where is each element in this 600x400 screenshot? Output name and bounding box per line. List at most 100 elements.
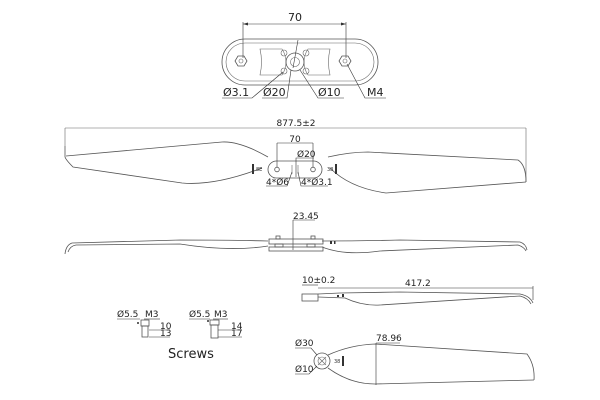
bolt-hole (274, 166, 280, 173)
bolt-head (310, 235, 316, 240)
left-blade-profile-bottom (67, 243, 269, 253)
center-bore-outer (285, 52, 305, 72)
leader-line (346, 63, 386, 99)
hub-plate-inner-outline (225, 42, 375, 82)
leader-line (299, 69, 344, 99)
hub-cutout-left (259, 48, 287, 76)
hub-cutout-right (303, 48, 331, 76)
blade-side-bottom (317, 295, 532, 306)
blade-root-inner-circle (317, 356, 327, 366)
leader-line (295, 347, 318, 356)
bolt-center (238, 58, 244, 64)
blade-marking (342, 294, 344, 297)
blade-marking (330, 241, 332, 244)
hub-spacer (274, 243, 284, 248)
blade-side-top (317, 291, 534, 304)
right-blade-leading-edge (327, 151, 527, 183)
screw-short: Ø5.5 M3 10 13 (117, 309, 172, 339)
screw-head (209, 319, 220, 326)
blade-mark-right: 38 (327, 167, 333, 173)
hub-width-label: 70 (288, 11, 302, 24)
blade-marking (337, 295, 339, 297)
screw-head-dia-label: Ø5.5 (117, 309, 138, 320)
single-blade-top-view: Ø30 Ø10 78.96 38 (295, 334, 535, 385)
mount-hole (302, 67, 310, 75)
root-outer-dia-label: Ø30 (295, 338, 314, 349)
screws-title: Screws (168, 347, 214, 362)
left-blade-profile-top (64, 239, 269, 255)
blade-trailing-edge (327, 367, 535, 385)
screw-thread-label: M3 (214, 310, 228, 320)
holes-small-label: 4*Ø3.1 (301, 177, 333, 188)
leader-line (266, 171, 293, 187)
leader-line (222, 71, 284, 99)
blade-root-outer-circle (313, 352, 331, 370)
screw-head-dia-label: Ø5.5 (189, 309, 210, 320)
bolt-head (275, 235, 281, 240)
hub-spacer (306, 243, 316, 248)
hole-small-label: Ø3.1 (223, 86, 249, 99)
mount-hole (280, 49, 288, 57)
leader-line (297, 171, 328, 187)
leader-line (292, 39, 299, 69)
blade-length-label: 417.2 (405, 279, 431, 289)
screw-thread-label: M3 (145, 310, 159, 320)
blade-mark: 38 (334, 359, 340, 365)
blade-marking-barcode (335, 164, 337, 174)
bolt-center (342, 58, 348, 64)
blade-marking (334, 241, 336, 244)
hub-plate-outline (221, 38, 379, 86)
screw-shank (141, 325, 149, 338)
blade-marking-barcode (252, 164, 254, 174)
bolt-hex-icon (338, 55, 352, 67)
hub-top-plate (268, 238, 324, 245)
overall-length-label: 877.5±2 (276, 119, 315, 129)
blade-leading-edge (327, 343, 535, 381)
arrow-icon (137, 322, 139, 324)
mount-hole (302, 49, 310, 57)
screw-shank (210, 324, 219, 339)
center-bore-inner (290, 57, 300, 67)
chord-label: 78.96 (376, 334, 402, 344)
arrow-icon (243, 22, 248, 26)
screw-head (140, 319, 150, 327)
blade-marking-barcode (342, 356, 344, 366)
right-blade-profile-top (321, 239, 528, 251)
center-outer-label: Ø20 (263, 86, 286, 99)
root-offset-label: 10±0.2 (302, 276, 335, 286)
blade-root-block (301, 293, 319, 302)
screw-length-b: 13 (160, 329, 171, 339)
bolt-label: M4 (367, 86, 384, 99)
screw-length-a: 14 (231, 322, 243, 332)
screw-long: Ø5.5 M3 14 17 (189, 309, 243, 339)
screw-length-b: 17 (231, 329, 242, 339)
hub-bottom-plate (268, 246, 324, 252)
center-inner-label: Ø10 (318, 86, 341, 99)
right-blade-profile-bottom (321, 244, 527, 254)
arrow-icon (207, 320, 209, 322)
holes-large-label: 4*Ø6 (266, 177, 289, 188)
single-blade-side-view: 10±0.2 417.2 (301, 276, 534, 306)
left-blade-leading-edge (64, 141, 269, 158)
mount-hole (280, 67, 288, 75)
screws-section: Ø5.5 M3 10 13 Ø5.5 M3 14 17 Screws (117, 309, 243, 362)
right-blade-trailing-edge (329, 167, 527, 194)
leader-line (295, 157, 314, 177)
center-dia-label: Ø20 (297, 149, 316, 160)
screw-length-a: 10 (160, 322, 172, 332)
hub-plate (267, 160, 323, 179)
bolt-hole (310, 166, 316, 173)
hub-spacing-label: 70 (289, 135, 301, 145)
arrow-icon (341, 22, 346, 26)
leader-line (262, 69, 292, 99)
leader-line (295, 365, 318, 375)
left-blade-trailing-edge (64, 156, 263, 184)
blade-mark-left: 8E (256, 167, 262, 173)
propeller-side-view: 23.45 (64, 212, 528, 255)
bolt-hex-icon (234, 55, 248, 67)
hub-height-label: 23.45 (293, 212, 319, 222)
center-mark (317, 356, 327, 366)
propeller-top-view: 877.5±2 70 Ø20 4*Ø6 4*Ø3.1 8E 38 (64, 119, 527, 194)
hub-detail-view: 70 Ø3.1 Ø20 Ø10 M4 (221, 11, 386, 99)
